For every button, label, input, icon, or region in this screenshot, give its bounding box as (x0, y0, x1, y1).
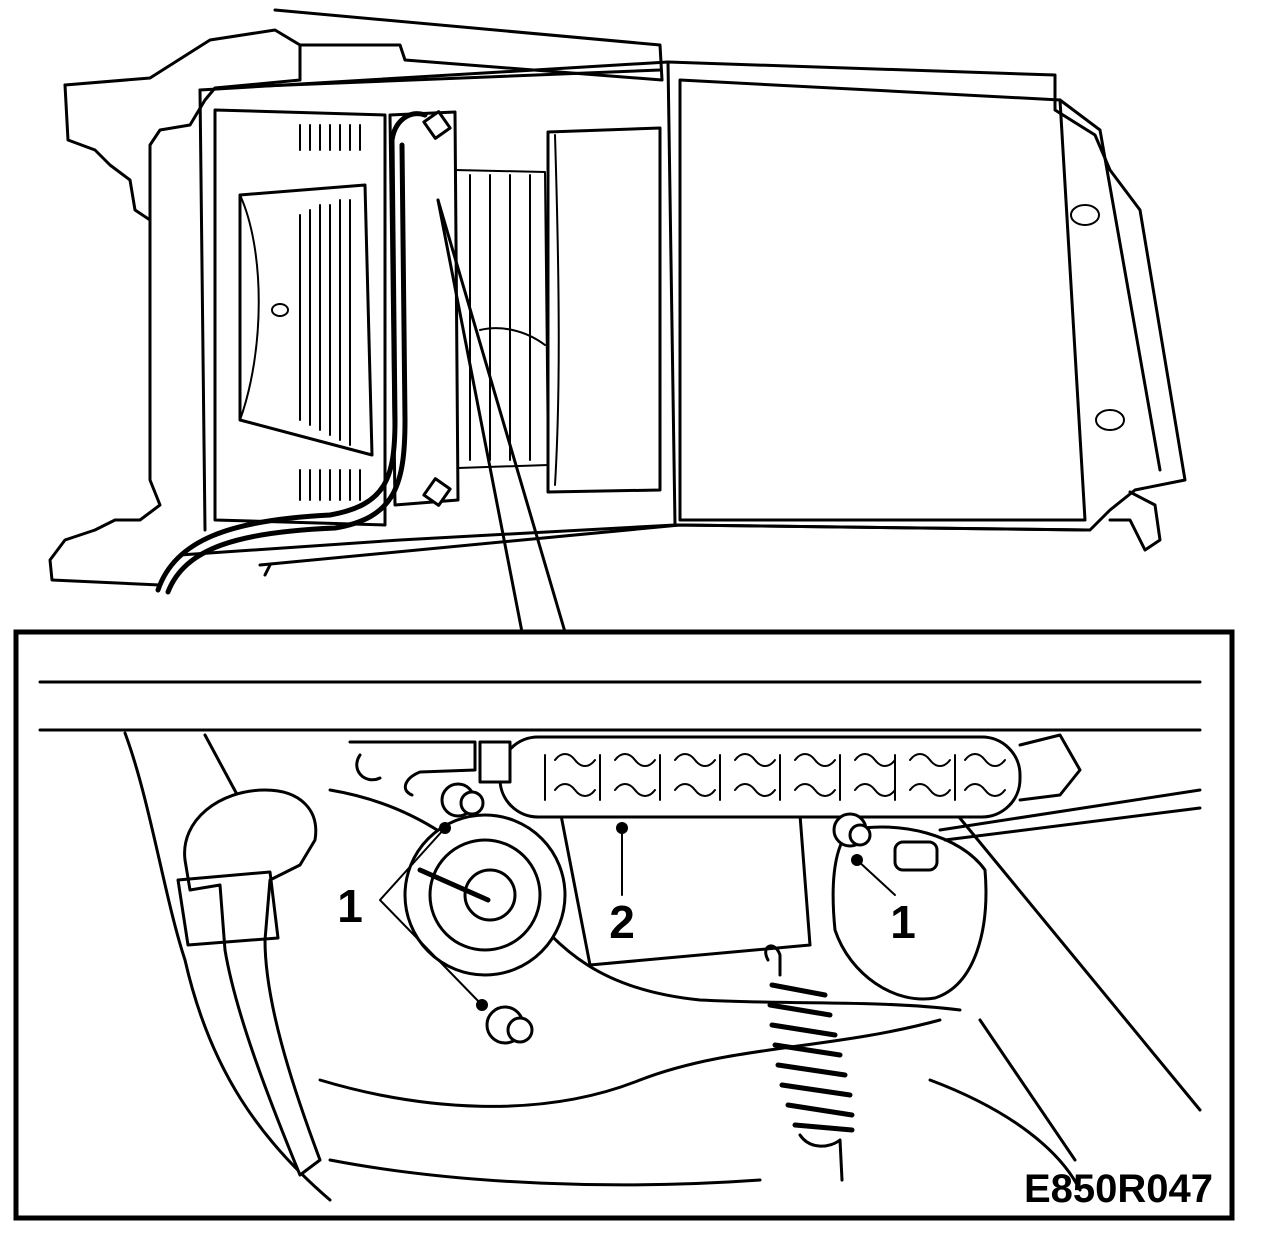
callout-label-fastener-right: 1 (890, 896, 916, 948)
heater-connector (478, 740, 512, 784)
tension-spring (764, 944, 855, 1182)
callout-label-fastener-left: 1 (337, 880, 363, 932)
overview-seat-illustration (48, 8, 1187, 634)
inset-detail-view: 1 2 1 E850R047 (13, 629, 1235, 1221)
callout-label-heater: 2 (609, 896, 635, 948)
fastener-nut (440, 782, 485, 818)
callout-leaders (379, 822, 896, 1011)
fastener-nut (485, 1005, 534, 1045)
fastener-nut (832, 812, 872, 848)
figure-reference-code: E850R047 (1024, 1167, 1213, 1211)
heating-element (498, 735, 1022, 819)
